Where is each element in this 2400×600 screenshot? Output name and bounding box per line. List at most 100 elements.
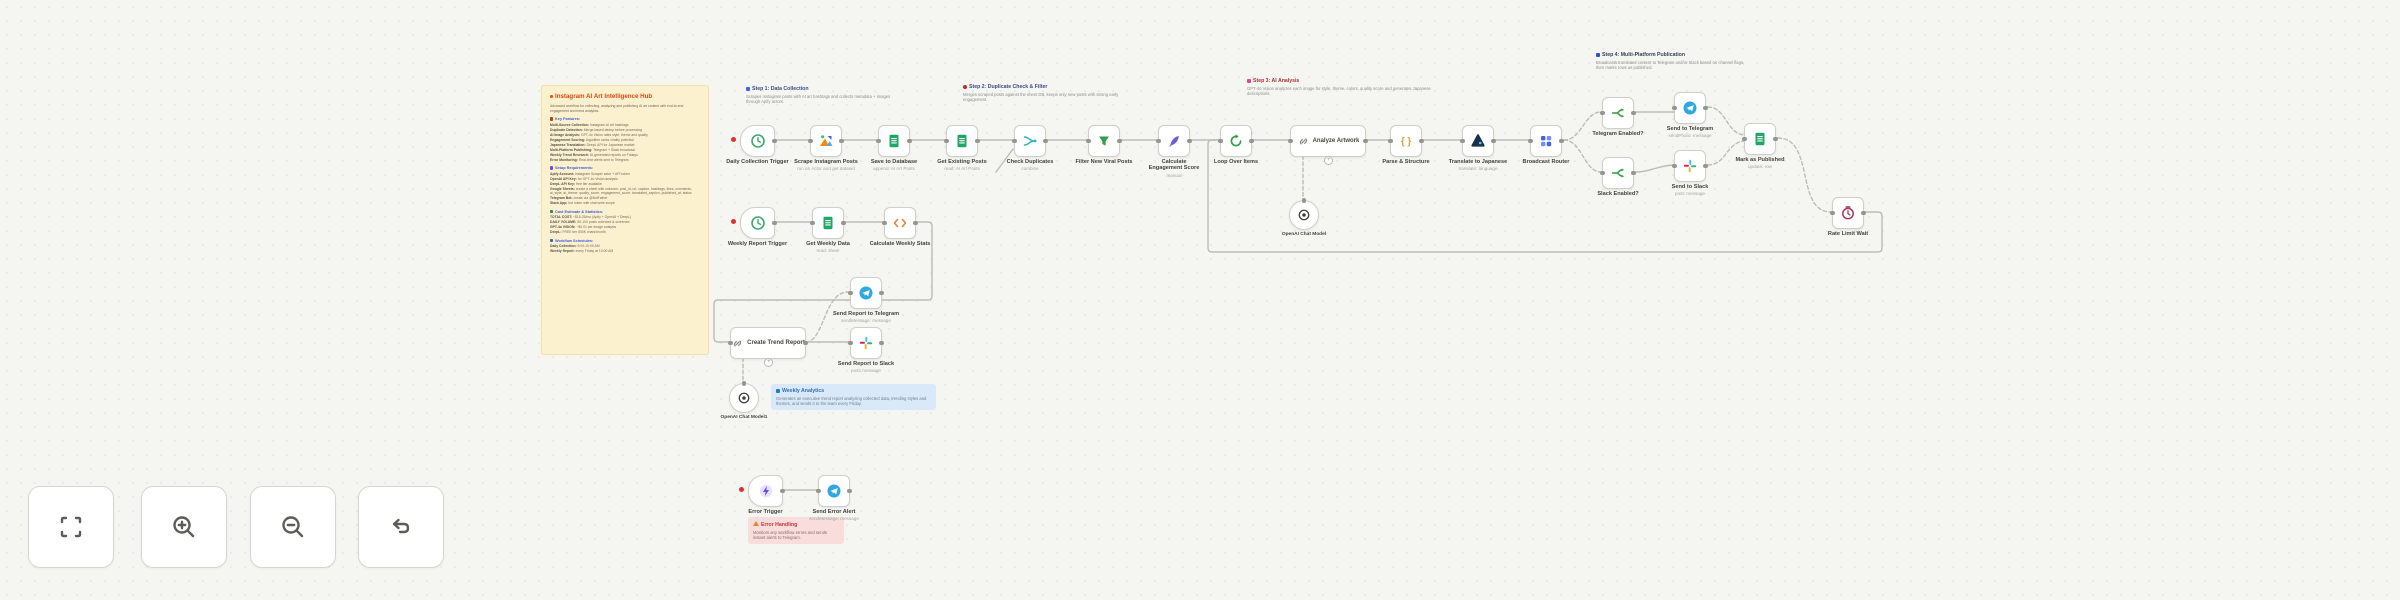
loop-icon	[1228, 133, 1244, 149]
sparkles-icon	[550, 117, 554, 121]
issue-indicator	[731, 137, 736, 142]
node-send-error-alert[interactable]: Send Error Alert sendMessage: message	[809, 475, 859, 521]
node-calculate-weekly-stats[interactable]: Calculate Weekly Stats	[870, 207, 930, 247]
node-weekly-report-trigger[interactable]: Weekly Report Trigger	[728, 207, 787, 247]
note-heading: Step 1: Data Collection	[746, 86, 896, 92]
node-openai-chat-model1[interactable]: OpenAI Chat Model1	[721, 380, 767, 420]
link-icon	[731, 337, 744, 350]
zoom-out-button[interactable]	[250, 486, 336, 568]
node-filter-new-viral-posts[interactable]: Filter New Viral Posts	[1075, 125, 1133, 165]
list-item: Apify Account: Instagram Scraper actor +…	[550, 171, 630, 176]
merge-icon	[1022, 133, 1038, 149]
note-heading: Weekly Analytics	[776, 388, 931, 394]
deepl-icon	[1470, 133, 1486, 149]
node-send-report-to-slack[interactable]: Send Report to Slack post: message	[838, 327, 894, 373]
if-icon	[1610, 105, 1626, 121]
clock-icon	[750, 133, 766, 149]
list-item: Telegram Bot: create via @BotFather	[550, 196, 608, 201]
list-item: Duplicate Detection: Merge-based dedup b…	[550, 127, 642, 132]
sticky-intro: Advanced workflow for collecting, analyz…	[550, 104, 684, 113]
sticky-section-heading: Setup Requirements:	[550, 166, 700, 170]
image-icon	[818, 133, 834, 149]
zoom-out-icon	[278, 512, 308, 542]
list-item: GPT-4o VISION: ~$0.01 per image analysis	[550, 225, 617, 230]
calendar-icon	[550, 238, 554, 243]
note-step3: Step 3: AI Analysis GPT-4o Vision analyz…	[1247, 78, 1447, 96]
node-translate-to-japanese[interactable]: Translate to Japanese translate: languag…	[1449, 125, 1507, 171]
sticky-title: Instagram AI Art Intelligence Hub	[550, 93, 700, 100]
svg-text:{ }: { }	[1401, 137, 1412, 148]
list-item: Multi-Source Collection: Instagram AI ar…	[550, 122, 629, 127]
if-icon	[1610, 165, 1626, 181]
node-send-to-telegram[interactable]: Send to Telegram sendPhoto: message	[1667, 92, 1713, 138]
sticky-note-overview[interactable]: Instagram AI Art Intelligence Hub Advanc…	[541, 85, 709, 355]
node-calculate-engagement-score[interactable]: Calculate Engagement Score manual	[1149, 125, 1199, 178]
link-icon	[1297, 135, 1310, 148]
list-item: Weekly Trend Research: AI-generated repo…	[550, 152, 638, 157]
sticky-section-heading: Workflow Schedules:	[550, 238, 700, 243]
warning-icon	[753, 521, 759, 526]
node-loop-over-items[interactable]: Loop Over Items	[1214, 125, 1258, 165]
note-error-handling[interactable]: Error Handling Monitors any workflow err…	[748, 517, 844, 545]
list-item: Google Sheets: create a sheet with colum…	[550, 186, 692, 196]
stats-list: TOTAL COST: ~$15-25/mo (Apify + OpenAI +…	[550, 215, 700, 234]
braces-icon: { }	[1398, 133, 1414, 149]
node-get-existing-posts[interactable]: Get Existing Posts read: AI Art Posts	[937, 125, 987, 171]
node-analyze-artwork-agent[interactable]: Analyze Artwork +	[1287, 125, 1369, 165]
issue-indicator	[731, 219, 736, 224]
node-openai-chat-model[interactable]: OpenAI Chat Model	[1282, 197, 1326, 237]
telegram-icon	[1682, 100, 1698, 116]
node-mark-as-published[interactable]: Mark as Published update: row	[1735, 123, 1785, 169]
add-subnode-port[interactable]: +	[764, 358, 774, 367]
node-if-telegram-enabled[interactable]: Telegram Enabled?	[1592, 97, 1644, 137]
slack-icon	[858, 335, 874, 351]
note-heading: Step 2: Duplicate Check & Filter	[963, 84, 1138, 90]
node-send-report-to-telegram[interactable]: Send Report to Telegram sendMessage: mes…	[833, 277, 899, 323]
openai-icon	[1297, 208, 1311, 222]
node-get-weekly-data[interactable]: Get Weekly Data read: sheet	[806, 207, 850, 253]
wrench-icon	[550, 166, 554, 170]
palette-icon	[550, 94, 554, 99]
switch-icon	[1538, 133, 1554, 149]
pen-icon	[1166, 133, 1182, 149]
chart-icon	[550, 209, 554, 214]
slack-icon	[1682, 158, 1698, 174]
google-sheets-icon	[954, 133, 970, 149]
node-scrape-instagram-posts[interactable]: Scrape Instagram Posts run an Actor and …	[794, 125, 858, 171]
sticky-section-heading: Key Features:	[550, 117, 700, 121]
zoom-in-button[interactable]	[141, 486, 227, 568]
sticky-section-heading: Cost Estimate & Statistics:	[550, 209, 700, 214]
undo-button[interactable]	[358, 486, 444, 568]
list-item: OpenAI API Key: for GPT-4o Vision analys…	[550, 176, 618, 181]
node-save-to-database[interactable]: Save to Database append: AI Art Posts	[871, 125, 917, 171]
google-sheets-icon	[820, 215, 836, 231]
note-heading: Step 3: AI Analysis	[1247, 78, 1447, 84]
list-item: AI Image Analysis: GPT-4o Vision rates s…	[550, 132, 648, 137]
note-heading: Error Handling	[753, 521, 839, 528]
node-if-slack-enabled[interactable]: Slack Enabled?	[1597, 157, 1639, 197]
node-error-trigger[interactable]: Error Trigger	[748, 475, 786, 515]
list-item: TOTAL COST: ~$15-25/mo (Apify + OpenAI +…	[550, 215, 632, 220]
node-send-to-slack[interactable]: Send to Slack post: message	[1672, 150, 1708, 196]
schedule-list: Daily Collection: 9:00-10:00 AM Weekly R…	[550, 244, 700, 253]
note-step2: Step 2: Duplicate Check & Filter Merges …	[963, 84, 1138, 102]
node-create-trend-report-agent[interactable]: Create Trend Report +	[727, 327, 809, 367]
note-weekly-analytics[interactable]: Weekly Analytics Generates an executive …	[771, 384, 936, 411]
code-icon	[892, 215, 908, 231]
node-broadcast-router[interactable]: Broadcast Router	[1523, 125, 1569, 165]
google-sheets-icon	[886, 133, 902, 149]
fit-view-button[interactable]	[28, 486, 114, 568]
node-daily-collection-trigger[interactable]: Daily Collection Trigger	[726, 125, 789, 165]
feature-list: Multi-Source Collection: Instagram AI ar…	[550, 123, 700, 162]
add-subnode-port[interactable]: +	[1324, 156, 1334, 165]
node-parse-structure[interactable]: { } Parse & Structure	[1382, 125, 1430, 165]
note-step1: Step 1: Data Collection Scrapes Instagra…	[746, 86, 896, 104]
telegram-icon	[858, 285, 874, 301]
filter-icon	[1096, 133, 1112, 149]
list-item: DAILY VOLUME: 50-100 posts collected & s…	[550, 220, 630, 225]
node-check-duplicates[interactable]: Check Duplicates combine	[1007, 125, 1053, 171]
flag-icon	[1596, 52, 1600, 57]
node-rate-limit-wait[interactable]: Rate Limit Wait	[1828, 197, 1868, 237]
